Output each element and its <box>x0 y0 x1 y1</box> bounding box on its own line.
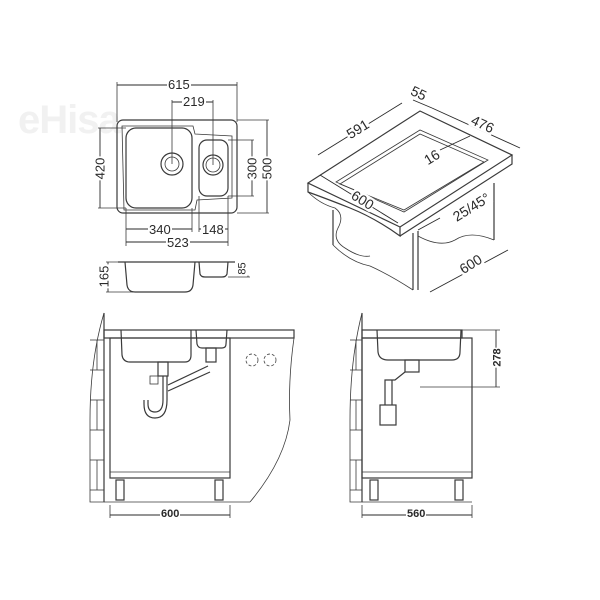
dim-small-bowl-height: 300 <box>244 156 260 181</box>
dim-bowls-total-width: 523 <box>166 235 190 250</box>
dim-bowl-center-spacing: 219 <box>182 94 206 109</box>
dim-overall-depth: 500 <box>259 156 275 181</box>
top-view-sink <box>116 119 238 214</box>
dim-main-bowl-width: 340 <box>148 222 172 237</box>
dim-small-bowl-width: 148 <box>201 222 225 237</box>
dim-side-cabinet-width: 560 <box>406 508 427 520</box>
dim-front-cabinet-width: 600 <box>160 508 181 520</box>
dim-main-bowl-depth: 165 <box>96 264 112 289</box>
dim-main-bowl-height: 420 <box>92 156 108 181</box>
front-elevation <box>89 312 295 518</box>
dim-installation-depth: 278 <box>491 347 504 368</box>
side-section-sink <box>106 261 250 293</box>
side-elevation <box>349 312 500 518</box>
watermark-logo: eHisa <box>18 98 121 142</box>
dim-overall-width: 615 <box>167 77 191 92</box>
dim-small-bowl-depth: 85 <box>236 261 249 276</box>
